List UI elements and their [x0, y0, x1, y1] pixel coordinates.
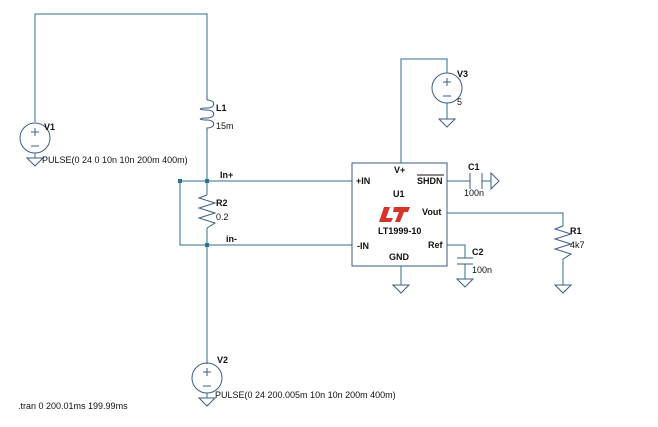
pin-gnd-label: GND [389, 252, 410, 262]
net-label-in-minus: in- [226, 234, 237, 244]
wire-v3-to-vplus [400, 58, 448, 163]
pin-minus-in-label: -IN [357, 241, 369, 251]
v2-value: PULSE(0 24 200.005m 10n 10n 200m 400m) [215, 390, 396, 400]
v3-name: V3 [457, 69, 468, 79]
wire-ref-to-c2 [447, 244, 466, 258]
voltage-source-v3[interactable]: V3 5 [431, 69, 468, 128]
c2-ground-icon [455, 278, 475, 288]
pin-ref-label: Ref [428, 240, 444, 250]
r2-value: 0.2 [216, 212, 229, 222]
v3-symbol [431, 72, 463, 104]
r1-name: R1 [570, 226, 582, 236]
v3-ground-icon [437, 118, 457, 128]
voltage-source-v2[interactable]: V2 PULSE(0 24 200.005m 10n 10n 200m 400m… [191, 355, 396, 407]
ic-part: LT1999-10 [378, 226, 421, 236]
pin-shdn-label: SHDN [417, 176, 443, 186]
c2-value: 100n [472, 265, 492, 275]
c1-value: 100n [464, 188, 484, 198]
inductor-l1[interactable]: L1 15m [199, 96, 234, 132]
wire-vout-to-r1 [447, 212, 564, 226]
pin-vout-label: Vout [422, 207, 441, 217]
wire-left-bracket [179, 181, 207, 246]
junction-inminus [205, 243, 209, 247]
resistor-r2[interactable]: R2 0.2 [197, 194, 229, 229]
r1-ground-icon [553, 284, 573, 294]
r1-value: 4k7 [570, 240, 585, 250]
v1-ground-icon [25, 157, 45, 167]
junction-inplus-left [178, 179, 182, 183]
ic-ref: U1 [393, 189, 405, 199]
ic-ground-icon [391, 284, 411, 294]
capacitor-c1[interactable]: C1 100n [464, 162, 500, 198]
wire-v1-to-l1 [34, 13, 208, 122]
v2-name: V2 [217, 355, 228, 365]
v2-ground-icon [197, 397, 217, 407]
pin-plus-in-label: +IN [356, 176, 370, 186]
resistor-r1[interactable]: R1 4k7 [553, 225, 585, 294]
ic-u1[interactable]: V+ SHDN +IN U1 Vout LT1999-10 -IN Ref GN… [351, 162, 448, 294]
v1-value: PULSE(0 24 0 10n 10n 200m 400m) [42, 155, 188, 165]
c1-ground-icon [490, 171, 500, 191]
junction-inplus [205, 179, 209, 183]
net-label-in-plus: In+ [220, 170, 233, 180]
c1-name: C1 [468, 162, 480, 172]
l1-name: L1 [216, 103, 227, 113]
l1-value: 15m [216, 121, 234, 131]
lt-logo-icon [379, 207, 410, 222]
r2-name: R2 [216, 198, 228, 208]
v2-symbol [191, 362, 223, 394]
capacitor-c2[interactable]: C2 100n [455, 247, 492, 288]
pin-vplus-label: V+ [394, 165, 405, 175]
spice-directive[interactable]: .tran 0 200.01ms 199.99ms [18, 401, 128, 411]
r2-zigzag-icon [197, 194, 217, 229]
v3-value: 5 [457, 97, 462, 107]
v1-name: V1 [44, 122, 55, 132]
r1-zigzag-icon [553, 225, 573, 260]
c2-name: C2 [472, 247, 484, 257]
voltage-source-v1[interactable]: V1 PULSE(0 24 0 10n 10n 200m 400m) [19, 122, 188, 167]
l1-coil-icon [199, 99, 215, 132]
